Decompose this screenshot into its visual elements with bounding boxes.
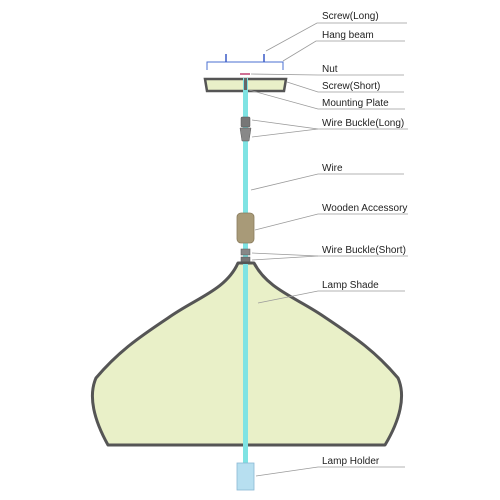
label-lamp-holder: Lamp Holder xyxy=(322,456,380,467)
label-mounting-plate: Mounting Plate xyxy=(322,98,389,109)
leader-screw-short xyxy=(286,81,404,93)
hang-beam xyxy=(206,54,284,70)
leader-hang-beam xyxy=(282,40,405,62)
label-nut: Nut xyxy=(322,64,338,75)
wire-inside-shade xyxy=(243,264,248,464)
leader-screw-long xyxy=(265,22,407,52)
label-wire-buckle-short: Wire Buckle(Short) xyxy=(322,245,406,256)
leader-lamp-holder xyxy=(255,466,405,477)
leader-wire xyxy=(250,173,404,191)
wooden-accessory xyxy=(236,212,255,244)
leader-lamp-shade xyxy=(257,290,405,304)
wire-buckle-long xyxy=(239,116,252,142)
label-screw-short: Screw(Short) xyxy=(322,81,380,92)
lamp-holder xyxy=(236,462,255,491)
label-wire: Wire xyxy=(322,163,343,174)
label-wooden-accessory: Wooden Accessory xyxy=(322,203,407,214)
leader-nut xyxy=(250,73,404,76)
leader-wire-buckle-short-2 xyxy=(251,255,319,261)
screw-short xyxy=(244,78,247,90)
label-lamp-shade: Lamp Shade xyxy=(322,280,379,291)
label-wire-buckle-long: Wire Buckle(Long) xyxy=(322,118,404,129)
leader-wire-buckle-long-2 xyxy=(251,128,319,138)
leader-mounting-plate xyxy=(248,89,405,110)
leader-lines xyxy=(248,22,408,477)
label-hang-beam: Hang beam xyxy=(322,30,374,41)
leader-wooden-accessory xyxy=(254,213,408,231)
labels: Screw(Long) Hang beam Nut Screw(Short) M… xyxy=(322,11,407,467)
label-screw-long: Screw(Long) xyxy=(322,11,379,22)
